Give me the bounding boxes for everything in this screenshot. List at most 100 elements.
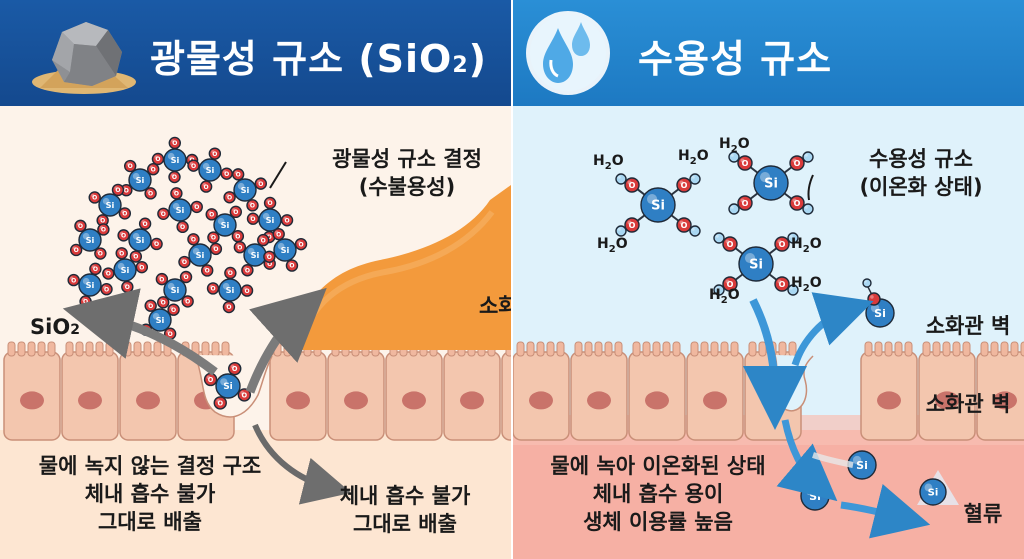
svg-text:Si: Si [121, 265, 130, 275]
oxygen-atom: O [231, 168, 245, 181]
svg-text:O: O [226, 304, 231, 311]
svg-text:O: O [727, 280, 734, 289]
digestive-tract-label: 소화관 [479, 294, 511, 318]
oxygen-atom: O [220, 167, 233, 180]
svg-text:O: O [194, 204, 199, 211]
svg-text:O: O [208, 376, 214, 384]
oxygen-atom: O [737, 195, 753, 211]
oxygen-atom: O [209, 242, 223, 256]
oxygen-atom: O [167, 303, 180, 316]
epithelial-cell [976, 341, 1024, 441]
silicon-atom: Si [188, 243, 212, 267]
oxygen-atom: O [241, 264, 254, 277]
water-label: H2O [719, 136, 750, 155]
svg-text:Si: Si [136, 175, 145, 185]
svg-text:O: O [119, 250, 124, 257]
oxygen-atom: O [233, 240, 247, 254]
oxygen-atom: O [100, 283, 113, 296]
oxygen-atom: O [168, 136, 181, 150]
oxygen-atom: O [79, 295, 92, 308]
svg-text:O: O [232, 365, 238, 373]
oxygen-atom: O [151, 152, 165, 166]
hydrogen-atom [615, 173, 627, 185]
oxygen-atom: O [246, 212, 260, 225]
silicon-atom: Si [78, 273, 102, 297]
svg-text:O: O [267, 234, 272, 241]
svg-text:Si: Si [86, 235, 95, 245]
oxygen-atom: O [74, 219, 87, 233]
svg-text:O: O [121, 233, 126, 240]
svg-text:O: O [224, 171, 229, 178]
hydrogen-atom [787, 284, 799, 296]
svg-text:O: O [161, 300, 166, 307]
oxygen-atom: O [240, 284, 254, 297]
svg-text:O: O [133, 254, 138, 261]
hydrogen-atom [787, 232, 799, 244]
rock-icon [32, 22, 136, 94]
oxygen-atom: O [111, 183, 125, 197]
oxygen-atom: O [231, 230, 245, 243]
svg-text:O: O [71, 277, 76, 284]
oxygen-atom: O [229, 205, 243, 219]
svg-text:O: O [742, 159, 749, 168]
oxygen-atom: O [789, 195, 805, 211]
epithelial-cell [119, 341, 177, 441]
svg-text:O: O [209, 212, 214, 219]
svg-text:Si: Si [106, 200, 115, 210]
oxygen-atom: O [207, 231, 220, 244]
oxygen-atom: O [199, 180, 213, 193]
svg-text:O: O [151, 166, 156, 173]
oxygen-atom: O [138, 217, 152, 230]
oxygen-atom: O [205, 208, 218, 221]
insoluble-description: 물에 녹지 않는 결정 구조 체내 흡수 불가 그대로 배출 [38, 454, 262, 534]
epithelial-cell [327, 341, 385, 441]
hydrogen-atom [802, 203, 814, 215]
oxygen-atom: O [187, 233, 200, 246]
svg-text:Si: Si [651, 199, 665, 214]
svg-text:O: O [258, 181, 263, 188]
oxygen-atom: O [201, 264, 214, 277]
silicon-atom: Si [163, 278, 187, 302]
svg-text:O: O [98, 251, 103, 258]
oxygen-atom: O [208, 147, 222, 160]
svg-text:O: O [171, 307, 176, 314]
hydrogen-atom [689, 225, 701, 237]
oxygen-atom [867, 292, 881, 306]
svg-text:Si: Si [749, 258, 763, 273]
svg-text:O: O [727, 240, 734, 249]
epithelial-cell [570, 341, 628, 441]
svg-text:O: O [250, 216, 255, 223]
oxygen-atom: O [263, 250, 276, 263]
hydrogen-atom [615, 225, 627, 237]
soluble-label-leader [807, 174, 814, 201]
hydrogen-atom [713, 232, 725, 244]
silicon-atom: Si [128, 228, 152, 252]
oxygen-atom: O [157, 207, 170, 221]
svg-text:O: O [74, 247, 79, 254]
silicon-atom: Si [98, 193, 122, 217]
oxygen-atom: O [179, 270, 193, 284]
svg-text:O: O [298, 241, 303, 248]
oxygen-atom: O [246, 199, 259, 212]
svg-text:O: O [268, 200, 273, 207]
svg-text:O: O [182, 259, 187, 266]
svg-text:O: O [104, 286, 109, 293]
oxygen-atom: O [94, 247, 107, 260]
wall-label-upper: 소화관 벽 [925, 314, 1011, 338]
oxygen-atom: O [774, 276, 790, 292]
hydrogen-atom [689, 173, 701, 185]
oxygen-atom: O [254, 177, 268, 190]
svg-text:O: O [205, 268, 210, 275]
silicon-atom: Si [233, 178, 257, 202]
svg-text:Si: Si [136, 235, 145, 245]
svg-text:O: O [267, 254, 272, 261]
svg-text:O: O [681, 221, 688, 230]
svg-text:O: O [101, 227, 106, 234]
svg-text:O: O [779, 240, 786, 249]
oxygen-atom: O [155, 272, 169, 286]
